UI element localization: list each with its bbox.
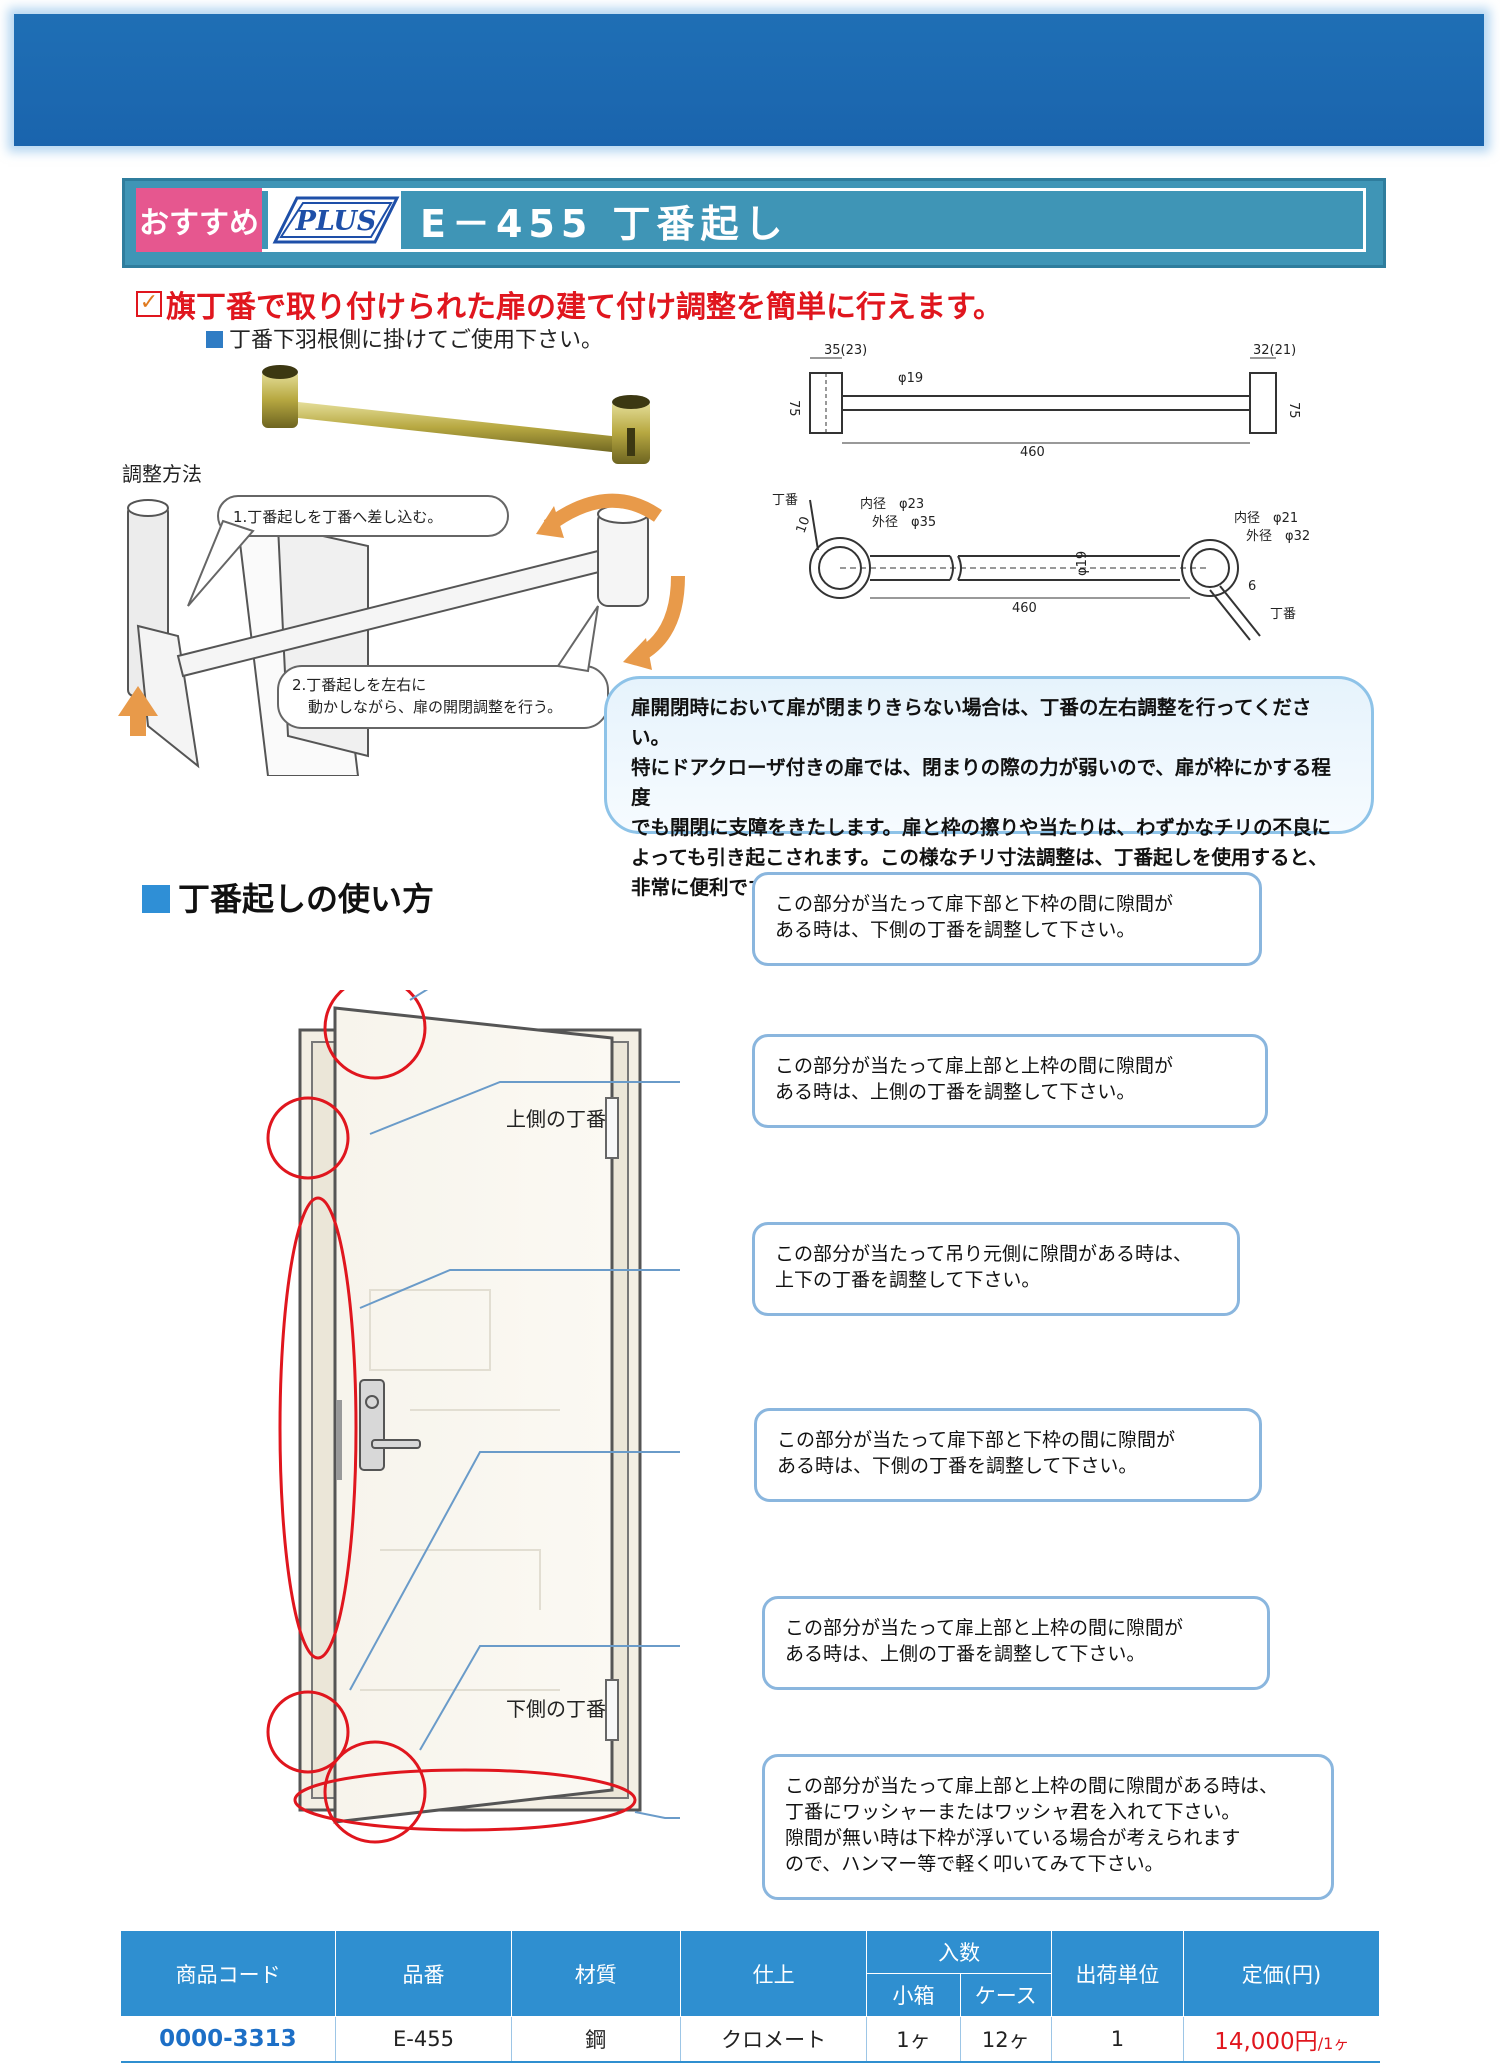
- price-value: 14,000円: [1214, 2029, 1318, 2055]
- usage-section-title-text: 丁番起しの使い方: [178, 880, 435, 918]
- adjustment-method-label: 調整方法: [122, 462, 202, 486]
- header-code: 商品コード: [119, 1930, 337, 2017]
- callout-line: 丁番にワッシャーまたはワッシャ君を入れて下さい。: [785, 1801, 1241, 1823]
- drawing-side-view: 35(23) 32(21) 75 75 φ19 460: [786, 343, 1300, 458]
- callout-line: 上下の丁番を調整して下さい。: [775, 1269, 1041, 1291]
- hinge-label-right: 丁番: [1270, 607, 1296, 622]
- usage-note: 丁番下羽根側に掛けてご使用下さい。: [206, 322, 603, 354]
- callout-line: ので、ハンマー等で軽く叩いてみて下さい。: [785, 1853, 1164, 1875]
- callout-line: ある時は、上側の丁番を調整して下さい。: [785, 1643, 1146, 1665]
- callout-line: この部分が当たって扉上部と上枠の間に隙間が: [785, 1617, 1184, 1639]
- info-line: 特にドアクローザ付きの扉では、閉まりの際の力が弱いので、扉が枠にかする程度: [631, 756, 1331, 809]
- plus-logo-icon: PLUS: [272, 196, 400, 244]
- step1-text: 1.丁番起しを丁番へ差し込む。: [233, 508, 442, 526]
- cell-model: E-455: [335, 2016, 512, 2063]
- square-bullet-icon: [206, 331, 223, 348]
- callout-line: この部分が当たって吊り元側に隙間がある時は、: [775, 1243, 1193, 1265]
- inner-diameter-left: 内径 φ23: [860, 496, 924, 512]
- dim-height-right: 75: [1286, 402, 1300, 419]
- table-row: 0000-3313 E-455 鋼 クロメート 1ヶ 12ヶ 1 14,000円…: [120, 2016, 1380, 2063]
- callout-line: この部分が当たって扉下部と下枠の間に隙間が: [777, 1429, 1176, 1451]
- headline-text: 旗丁番で取り付けられた扉の建て付け調整を簡単に行えます。: [166, 290, 1003, 325]
- spec-table: 商品コード 品番 材質 仕上 入数 出荷単位 定価(円) 小箱 ケース 0000…: [119, 1930, 1381, 2063]
- lower-hinge-label: 下側の丁番: [506, 1697, 606, 1721]
- step2-line2: 動かしながら、扉の開閉調整を行う。: [308, 698, 562, 716]
- cell-material: 鋼: [511, 2016, 681, 2063]
- usage-note-text: 丁番下羽根側に掛けてご使用下さい。: [229, 328, 604, 353]
- plus-logo-text: PLUS: [295, 206, 377, 237]
- info-line: よっても引き起こされます。この様なチリ寸法調整は、丁番起しを使用すると、: [631, 846, 1328, 869]
- callout-1: この部分が当たって扉下部と下枠の間に隙間が ある時は、下側の丁番を調整して下さい…: [752, 872, 1262, 966]
- header-small-box: 小箱: [866, 1973, 961, 2017]
- cell-price: 14,000円/1ヶ: [1183, 2016, 1380, 2063]
- header-model: 品番: [335, 1930, 512, 2017]
- callout-5: この部分が当たって扉上部と上枠の間に隙間が ある時は、上側の丁番を調整して下さい…: [762, 1596, 1270, 1690]
- adjustment-illustration: 1.丁番起しを丁番へ差し込む。 2.丁番起しを左右に 動かしながら、扉の開閉調整…: [118, 493, 685, 776]
- offset-left: 10: [794, 515, 814, 536]
- dim-right-width: 32(21): [1253, 343, 1296, 358]
- rod-diameter-top-view: φ19: [1075, 551, 1090, 576]
- door-illustration: 上側の丁番 下側の丁番: [266, 990, 680, 1844]
- callout-line: この部分が当たって扉下部と下枠の間に隙間が: [775, 893, 1174, 915]
- table-header-row: 商品コード 品番 材質 仕上 入数 出荷単位 定価(円): [119, 1930, 1381, 2017]
- cell-finish: クロメート: [680, 2016, 868, 2063]
- usage-section-title: 丁番起しの使い方: [142, 874, 434, 920]
- callout-2: この部分が当たって扉上部と上枠の間に隙間が ある時は、上側の丁番を調整して下さい…: [752, 1034, 1268, 1128]
- recommend-badge: おすすめ: [136, 188, 262, 252]
- outer-diameter-left: 外径 φ35: [872, 515, 936, 530]
- dim-total-length: 460: [1020, 445, 1045, 458]
- info-line: 扉開閉時において扉が閉まりきらない場合は、丁番の左右調整を行ってください。: [631, 696, 1312, 749]
- header-quantity: 入数: [866, 1930, 1052, 1974]
- length-top-view: 460: [1012, 601, 1037, 616]
- square-bullet-icon: [142, 885, 170, 913]
- top-banner: [14, 14, 1484, 146]
- outer-diameter-right: 外径 φ32: [1246, 529, 1310, 544]
- checkbox-icon: ✓: [136, 291, 162, 317]
- dim-rod-diameter: φ19: [898, 371, 923, 386]
- callout-line: ある時は、上側の丁番を調整して下さい。: [775, 1081, 1136, 1103]
- hinge-label-left: 丁番: [772, 493, 798, 508]
- header-case: ケース: [959, 1973, 1052, 2017]
- dim-left-width: 35(23): [824, 343, 867, 358]
- cell-code: 0000-3313: [120, 2016, 337, 2063]
- product-title: E－455 丁番起し: [420, 201, 789, 246]
- callout-line: 隙間が無い時は下枠が浮いている場合が考えられます: [785, 1827, 1241, 1849]
- header-finish: 仕上: [679, 1930, 868, 2017]
- plus-logo: PLUS: [268, 188, 401, 252]
- cell-shipping-unit: 1: [1051, 2016, 1184, 2063]
- info-box: 扉開閉時において扉が閉まりきらない場合は、丁番の左右調整を行ってください。 特に…: [604, 676, 1374, 899]
- product-photo: [262, 365, 650, 464]
- cell-case: 12ヶ: [960, 2016, 1052, 2063]
- table-subheader-row: 小箱 ケース: [121, 1973, 1380, 2017]
- drawing-top-view: 丁番 内径 φ23 外径 φ35 10 φ19 460 内径 φ21 外径 φ3…: [772, 493, 1310, 641]
- headline: ✓ 旗丁番で取り付けられた扉の建て付け調整を簡単に行えます。: [136, 282, 1003, 326]
- callout-line: ある時は、下側の丁番を調整して下さい。: [775, 919, 1136, 941]
- cell-small-box: 1ヶ: [866, 2016, 961, 2063]
- header-price: 定価(円): [1182, 1930, 1381, 2017]
- callout-line: この部分が当たって扉上部と上枠の間に隙間がある時は、: [785, 1775, 1279, 1797]
- header-shipping-unit: 出荷単位: [1050, 1930, 1184, 2017]
- offset-right: 6: [1248, 579, 1256, 594]
- upper-hinge-label: 上側の丁番: [506, 1107, 606, 1131]
- header-material: 材質: [510, 1930, 681, 2017]
- info-line: でも開閉に支障をきたします。扉と枠の擦りや当たりは、わずかなチリの不良に: [631, 816, 1332, 839]
- callout-4: この部分が当たって扉下部と下枠の間に隙間が ある時は、下側の丁番を調整して下さい…: [754, 1408, 1262, 1502]
- callout-line: ある時は、下側の丁番を調整して下さい。: [777, 1455, 1138, 1477]
- inner-diameter-right: 内径 φ21: [1234, 510, 1298, 526]
- dim-height-left: 75: [786, 400, 801, 417]
- step2-line1: 2.丁番起しを左右に: [292, 676, 426, 694]
- callout-6: この部分が当たって扉上部と上枠の間に隙間がある時は、 丁番にワッシャーまたはワッ…: [762, 1754, 1334, 1900]
- callout-line: この部分が当たって扉上部と上枠の間に隙間が: [775, 1055, 1174, 1077]
- callout-3: この部分が当たって吊り元側に隙間がある時は、 上下の丁番を調整して下さい。: [752, 1222, 1240, 1316]
- price-unit: /1ヶ: [1317, 2034, 1350, 2053]
